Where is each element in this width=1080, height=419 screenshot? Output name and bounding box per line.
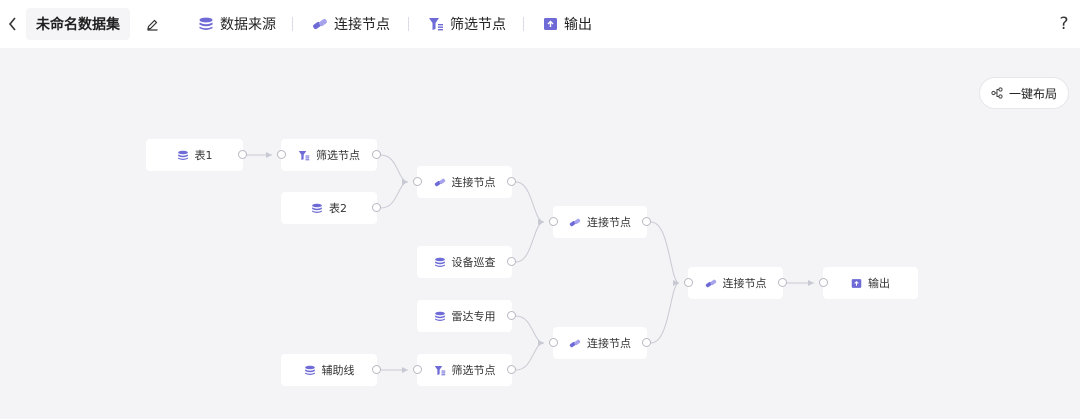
node-label: 表1 (194, 149, 213, 162)
node-filter2[interactable]: 筛选节点 (413, 354, 516, 386)
database-icon (434, 257, 446, 268)
edge-join3-join4 (650, 282, 680, 344)
node-auxiliary-line[interactable]: 辅助线 (281, 354, 381, 386)
pencil-icon (146, 19, 157, 31)
input-port[interactable] (819, 278, 828, 287)
database-icon (311, 203, 323, 214)
edit-title-button[interactable] (142, 0, 162, 48)
database-icon (198, 17, 214, 31)
tool-join-node[interactable]: 连接节点 (312, 0, 390, 48)
toolbar-divider (408, 17, 409, 31)
toolbar-divider (292, 17, 293, 31)
database-icon (177, 150, 189, 161)
output-port[interactable] (778, 278, 787, 287)
edge-radar-join3 (515, 315, 545, 346)
help-icon: ? (1059, 14, 1069, 34)
tool-output[interactable]: 输出 (543, 0, 592, 48)
edge-join2-join4 (650, 221, 680, 286)
output-port[interactable] (507, 311, 516, 320)
node-label: 设备巡查 (451, 256, 496, 269)
link-icon (312, 17, 328, 31)
output-port[interactable] (372, 365, 381, 374)
output-icon (543, 17, 558, 31)
node-label: 筛选节点 (451, 364, 496, 377)
node-table2[interactable]: 表2 (281, 192, 381, 224)
link-icon (705, 278, 717, 289)
node-label: 表2 (329, 202, 347, 215)
output-port[interactable] (372, 203, 381, 212)
output-port[interactable] (642, 217, 651, 226)
output-port[interactable] (238, 150, 247, 159)
output-port[interactable] (507, 177, 516, 186)
node-label: 连接节点 (451, 176, 496, 189)
tool-output-label: 输出 (564, 17, 592, 33)
link-icon (569, 217, 581, 228)
link-icon (434, 177, 446, 188)
layout-icon (991, 87, 1003, 99)
output-port[interactable] (507, 257, 516, 266)
output-icon (851, 278, 862, 289)
tool-data-source[interactable]: 数据来源 (198, 0, 276, 48)
node-label: 连接节点 (587, 216, 631, 229)
node-label: 输出 (868, 277, 890, 290)
back-button[interactable] (4, 0, 22, 48)
node-join1[interactable]: 连接节点 (413, 166, 516, 198)
edge-device-join2 (515, 221, 545, 263)
edge-filter1-join1 (380, 154, 409, 185)
node-label: 辅助线 (321, 364, 355, 377)
tool-filter-node[interactable]: 筛选节点 (428, 0, 506, 48)
link-icon (569, 338, 581, 349)
input-port[interactable] (413, 177, 422, 186)
tool-data-source-label: 数据来源 (220, 17, 276, 33)
input-port[interactable] (549, 338, 558, 347)
node-table1[interactable]: 表1 (146, 139, 247, 171)
node-device-inspection[interactable]: 设备巡查 (417, 246, 516, 278)
filter-icon (434, 365, 446, 376)
toolbar-divider (523, 17, 524, 31)
back-arrow-icon (8, 17, 16, 31)
filter-icon (298, 150, 310, 161)
tool-join-node-label: 连接节点 (334, 17, 390, 33)
node-label: 连接节点 (587, 337, 631, 350)
database-icon (434, 311, 446, 322)
node-label: 筛选节点 (316, 149, 360, 162)
input-port[interactable] (684, 278, 693, 287)
output-port[interactable] (372, 150, 381, 159)
edge-filter2-join3 (515, 342, 545, 371)
input-port[interactable] (549, 217, 558, 226)
output-port[interactable] (642, 338, 651, 347)
auto-layout-label: 一键布局 (1008, 86, 1057, 101)
node-join4[interactable]: 连接节点 (684, 267, 787, 299)
node-radar[interactable]: 雷达专用 (417, 300, 516, 332)
tool-filter-node-label: 筛选节点 (450, 17, 506, 33)
auto-layout-button[interactable]: 一键布局 (979, 77, 1069, 109)
help-button[interactable]: ? (1056, 0, 1072, 48)
edge-join1-join2 (515, 181, 545, 225)
edge-table2-join1 (380, 181, 409, 209)
node-filter1[interactable]: 筛选节点 (277, 139, 381, 171)
node-label: 连接节点 (722, 277, 767, 290)
input-port[interactable] (413, 365, 422, 374)
output-port[interactable] (507, 365, 516, 374)
dataset-title[interactable]: 未命名数据集 (26, 8, 130, 40)
filter-icon (428, 17, 444, 31)
node-label: 雷达专用 (451, 310, 496, 323)
node-join3[interactable]: 连接节点 (549, 327, 651, 359)
node-join2[interactable]: 连接节点 (549, 206, 651, 238)
node-output[interactable]: 输出 (819, 267, 918, 299)
toolbar: 未命名数据集 数据来源 连接节点 筛选节点 输出 ? (0, 0, 1080, 48)
input-port[interactable] (277, 150, 286, 159)
database-icon (304, 365, 316, 376)
